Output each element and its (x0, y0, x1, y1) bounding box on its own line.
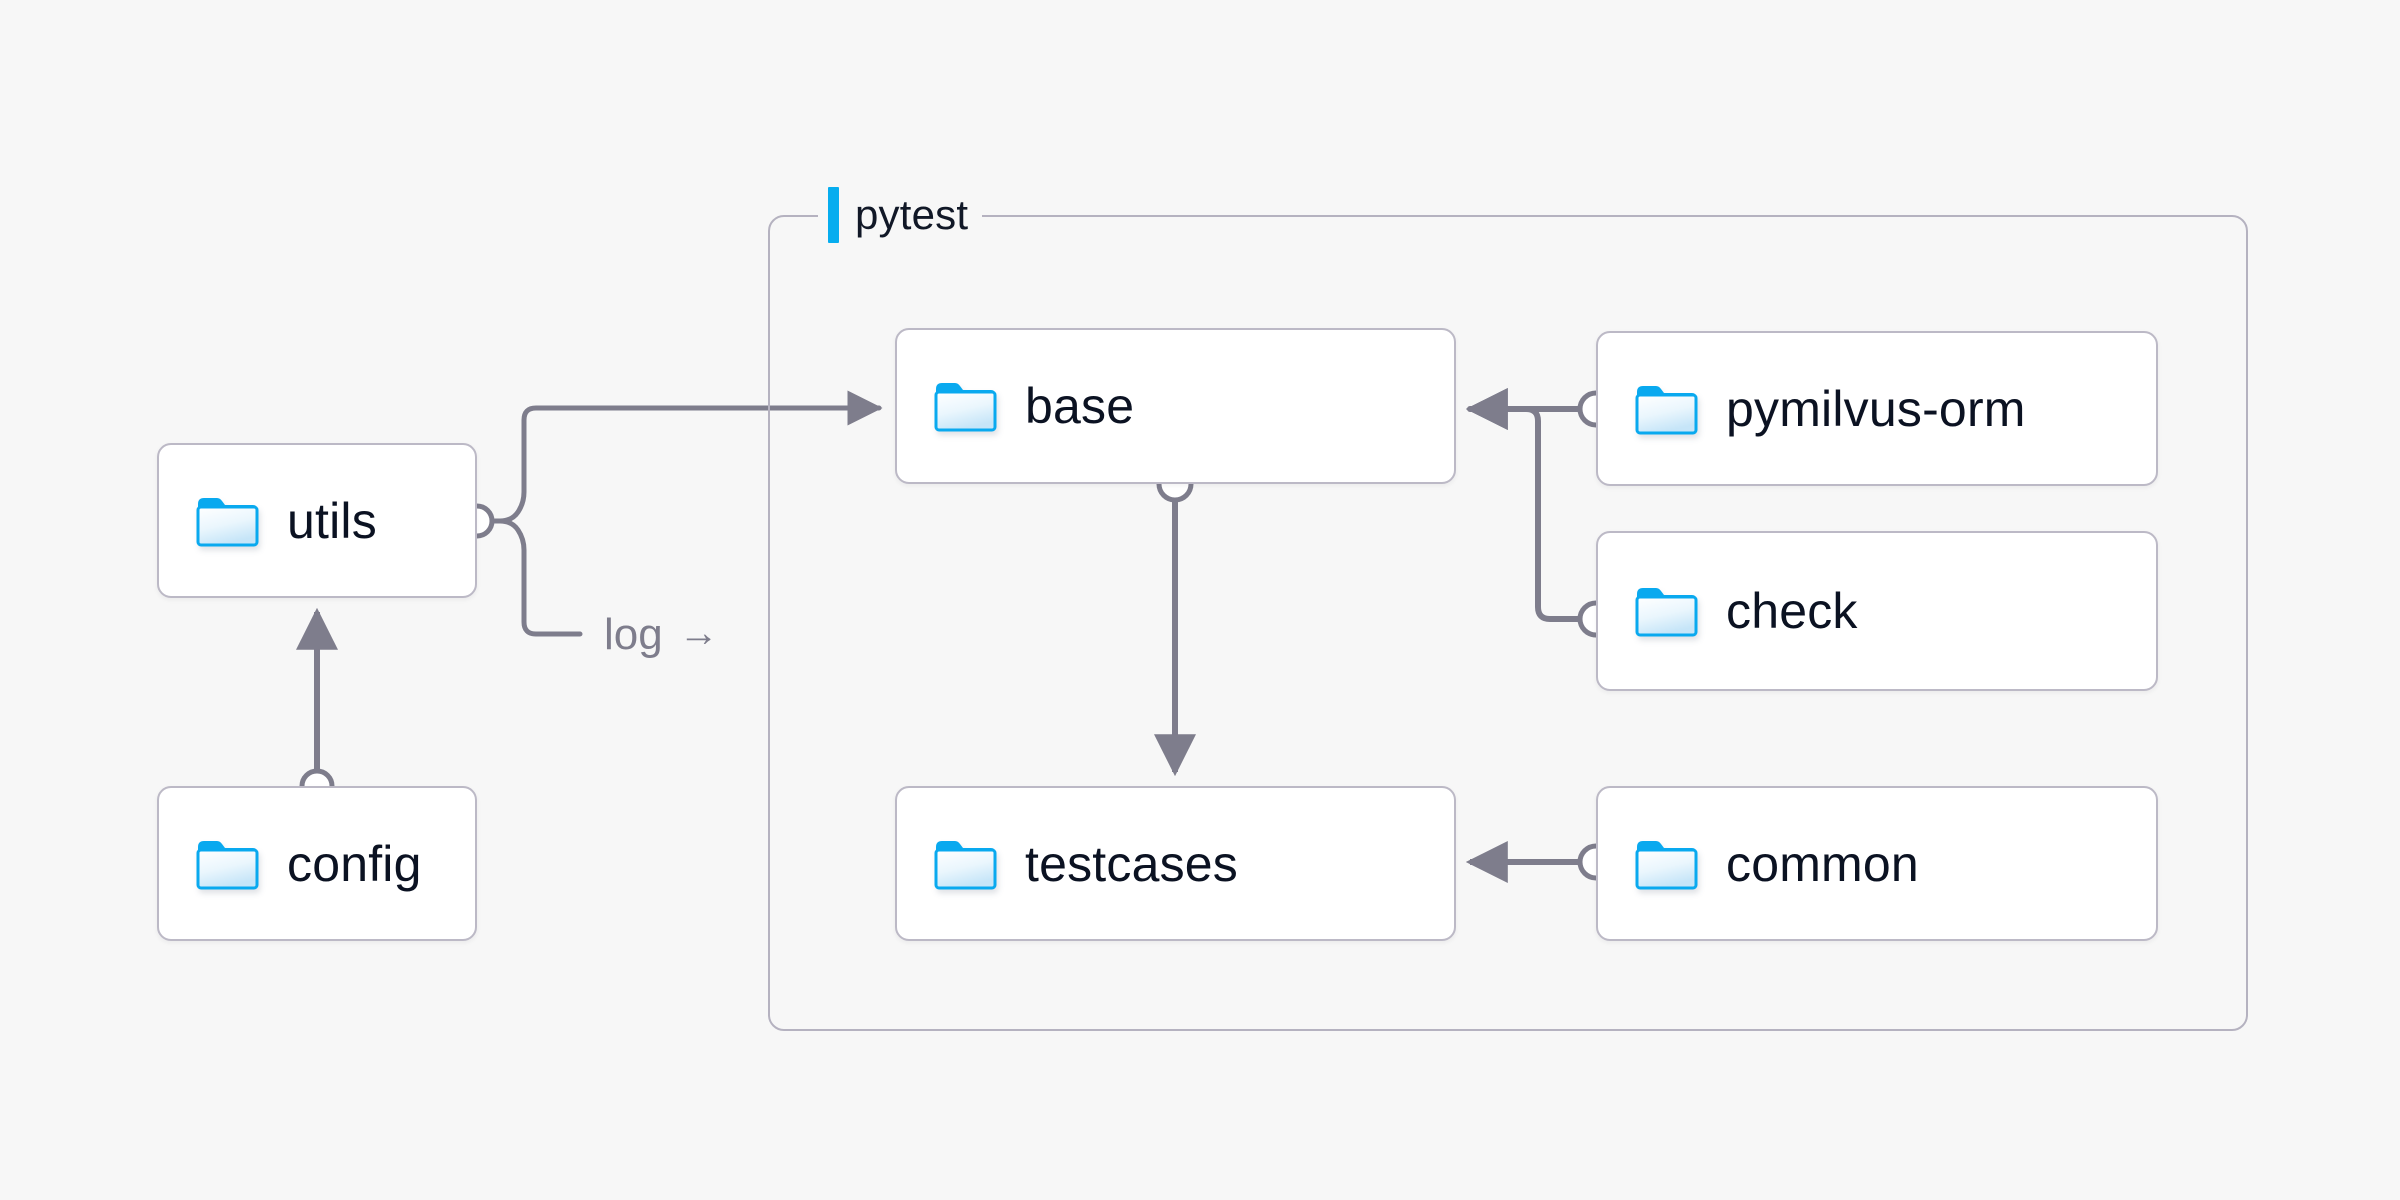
group-accent-bar-icon (828, 187, 839, 243)
edge-utils-to-log (474, 518, 583, 637)
arrow-right-icon: → (678, 611, 719, 655)
node-check[interactable]: check (1596, 531, 2158, 691)
folder-icon (1634, 584, 1698, 638)
group-label-pytest[interactable]: pytest (818, 185, 983, 245)
node-config[interactable]: config (157, 786, 477, 941)
node-utils[interactable]: utils (157, 443, 477, 598)
folder-icon (195, 494, 259, 548)
node-label: testcases (1025, 835, 1239, 892)
node-testcases[interactable]: testcases (895, 786, 1456, 941)
edge-label-log-text: log (604, 610, 663, 659)
group-container-pytest[interactable] (768, 215, 2248, 1031)
node-pymilvus-orm[interactable]: pymilvus-orm (1596, 331, 2158, 486)
node-base[interactable]: base (895, 328, 1456, 484)
folder-icon (933, 837, 997, 891)
node-label: common (1726, 835, 1919, 892)
node-label: base (1025, 378, 1135, 434)
edge-label-log: log → (604, 613, 719, 657)
node-label: config (287, 835, 422, 892)
group-label-text: pytest (855, 191, 969, 238)
node-common[interactable]: common (1596, 786, 2158, 941)
node-label: pymilvus-orm (1726, 380, 2026, 437)
folder-icon (195, 837, 259, 891)
folder-icon (933, 379, 997, 433)
folder-icon (1634, 837, 1698, 891)
node-label: utils (287, 492, 377, 549)
folder-icon (1634, 382, 1698, 436)
node-label: check (1726, 583, 1858, 639)
